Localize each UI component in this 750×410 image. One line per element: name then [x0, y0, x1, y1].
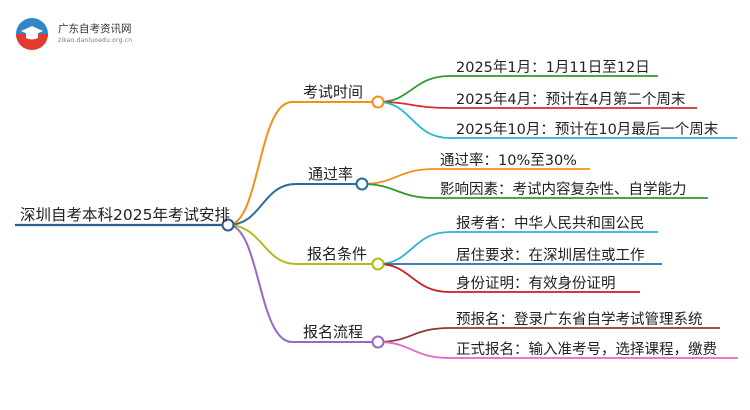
connector-leaf-1-1 — [377, 75, 658, 103]
branch-requirements: 报名条件 — [307, 245, 368, 263]
leaf-requirement-citizen: 报考者：中华人民共和国公民 — [456, 216, 645, 232]
site-logo: 广东自考资讯网 zikao.danluoedu.org.cn — [14, 16, 184, 52]
connector-root-branch-4 — [227, 224, 293, 343]
logo-site-name: 广东自考资讯网 — [58, 23, 132, 35]
connector-root-branch-2 — [227, 183, 297, 226]
branch-pass-rate: 通过率 — [308, 165, 354, 183]
branch-3-node — [371, 257, 385, 271]
connector-leaf-3-1 — [377, 231, 658, 265]
leaf-exam-time-apr: 2025年4月：预计在4月第二个周末 — [456, 92, 686, 108]
leaf-exam-time-jan: 2025年1月：1月11日至12日 — [456, 60, 650, 76]
leaf-requirement-residence: 居住要求：在深圳居住或工作 — [456, 248, 645, 264]
branch-4-node — [371, 335, 385, 349]
connector-leaf-3-3 — [377, 263, 640, 293]
connector-leaf-1-3 — [377, 101, 737, 139]
branch-process: 报名流程 — [303, 323, 364, 341]
connector-root-branch-3 — [227, 224, 297, 265]
connector-root-branch-1 — [227, 101, 293, 226]
root-topic: 深圳自考本科2025年考试安排 — [20, 206, 230, 224]
branch-1-node — [371, 95, 385, 109]
root-node — [221, 218, 235, 232]
leaf-pass-rate-value: 通过率：10%至30% — [440, 153, 577, 169]
leaf-process-formal-registration: 正式报名：输入准考号，选择课程，缴费 — [456, 342, 717, 358]
leaf-exam-time-oct: 2025年10月：预计在10月最后一个周末 — [456, 122, 719, 138]
connector-leaf-4-1 — [377, 327, 720, 343]
graduation-cap-icon — [16, 18, 48, 50]
branch-2-node — [355, 177, 369, 191]
connector-leaf-2-1 — [361, 168, 590, 185]
branch-exam-time: 考试时间 — [303, 83, 364, 101]
logo-site-url: zikao.danluoedu.org.cn — [58, 37, 133, 44]
connector-leaf-1-2 — [377, 101, 697, 109]
connector-leaf-2-2 — [361, 183, 708, 199]
leaf-requirement-id: 身份证明：有效身份证明 — [456, 276, 616, 292]
connector-leaf-4-2 — [377, 341, 738, 359]
leaf-pass-rate-factors: 影响因素：考试内容复杂性、自学能力 — [440, 182, 687, 198]
leaf-process-pre-registration: 预报名：登录广东省自学考试管理系统 — [456, 312, 703, 328]
